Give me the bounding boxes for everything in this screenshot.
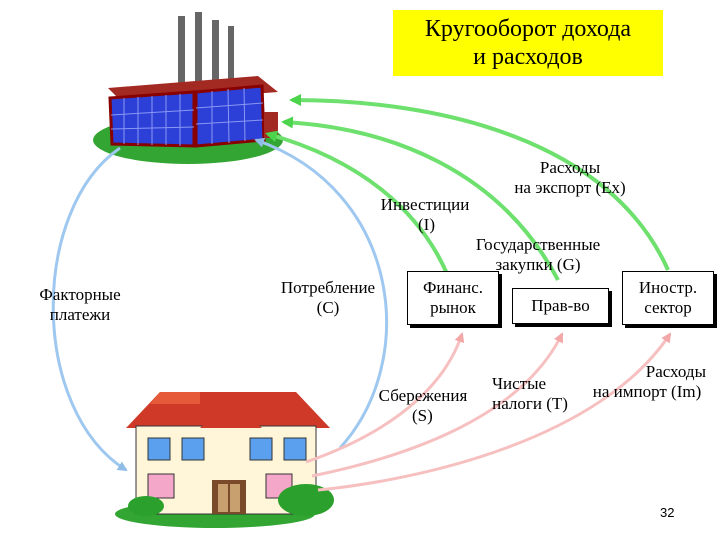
savings-line-2: (S) [412, 406, 433, 425]
financial-market-box: Финанс. рынок [407, 271, 499, 325]
title-box: Кругооборот дохода и расходов [393, 10, 663, 76]
consumption-arrow [254, 137, 388, 450]
investment-line-1: Инвестиции [380, 195, 470, 214]
title-line-2: и расходов [473, 44, 583, 70]
government-spending-arrow [281, 116, 560, 281]
factor-payments-line-1: Факторные [39, 285, 121, 304]
exports-label: Расходы на экспорт (Ex) [495, 158, 645, 198]
net-taxes-line-2: налоги (T) [492, 394, 568, 413]
factor-payments-arrow [51, 146, 128, 472]
page-number: 32 [660, 505, 675, 520]
net-taxes-label: Чистые налоги (T) [480, 374, 580, 414]
consumption-line-2: (C) [316, 298, 340, 317]
exports-arrow [289, 94, 670, 271]
factor-payments-label: Факторные платежи [30, 285, 130, 325]
savings-label: Сбережения (S) [368, 386, 478, 426]
foreign-sector-line-1: Иностр. [638, 278, 698, 297]
investment-label: Инвестиции (I) [370, 195, 480, 235]
financial-market-line-2: рынок [430, 298, 476, 317]
savings-line-1: Сбережения [378, 386, 468, 405]
foreign-sector-line-2: сектор [644, 298, 692, 317]
government-spending-label: Государственные закупки (G) [455, 235, 621, 275]
imports-label: Расходы на импорт (Im) [578, 362, 716, 402]
exports-line-2: на экспорт (Ex) [514, 178, 626, 197]
government-box: Прав-во [512, 288, 609, 324]
foreign-sector-box: Иностр. сектор [622, 271, 714, 325]
financial-market-line-1: Финанс. [422, 278, 484, 297]
investment-arrow [265, 130, 450, 277]
consumption-line-1: Потребление [280, 278, 376, 297]
exports-line-1: Расходы [539, 158, 601, 177]
net-taxes-line-1: Чистые [492, 374, 547, 393]
factor-payments-line-2: платежи [49, 305, 111, 324]
government-box-label: Прав-во [531, 296, 590, 315]
imports-line-1: Расходы [645, 362, 706, 381]
investment-line-2: (I) [418, 215, 435, 234]
imports-line-2: на импорт (Im) [592, 382, 702, 401]
net-taxes-arrow [311, 332, 564, 478]
government-spending-line-2: закупки (G) [495, 255, 581, 274]
imports-arrow [317, 332, 672, 492]
consumption-label: Потребление (C) [266, 278, 390, 318]
government-spending-line-1: Государственные [475, 235, 601, 254]
title-line-1: Кругооборот дохода [424, 16, 632, 42]
savings-arrow [305, 332, 465, 464]
house-icon [115, 392, 334, 528]
factory-icon [93, 12, 283, 164]
